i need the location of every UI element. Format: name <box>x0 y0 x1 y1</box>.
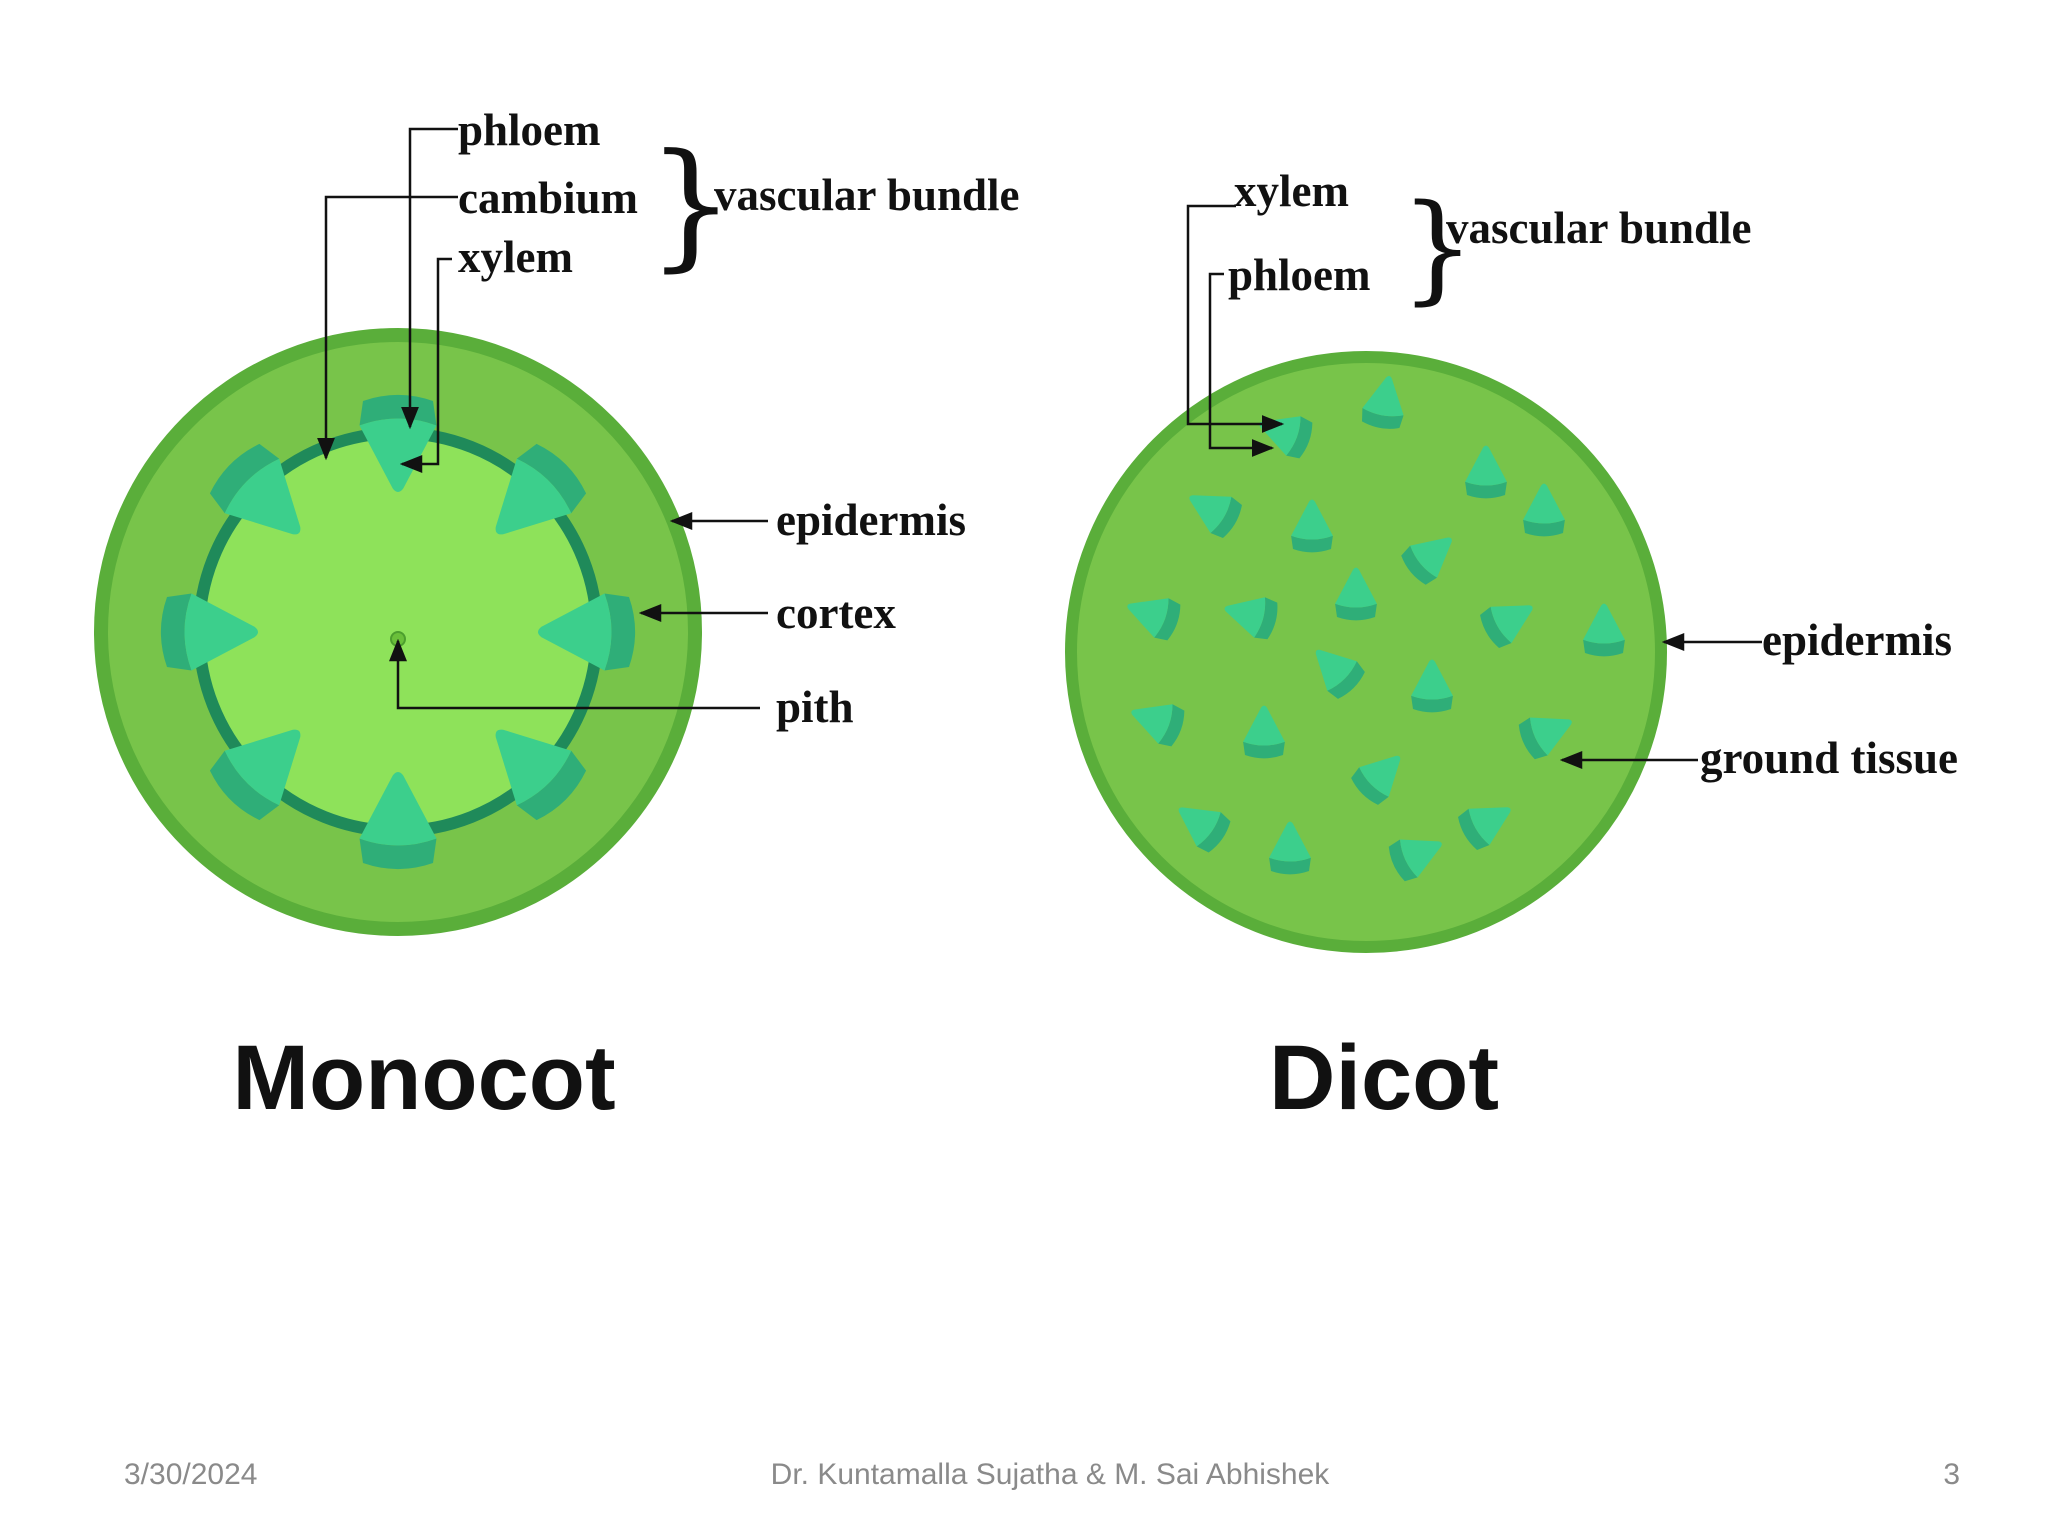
monocot-vascular-bundle <box>495 729 587 821</box>
monocot-vascular-brace: } <box>647 124 735 285</box>
monocot-leader-lines <box>317 127 768 710</box>
monocot-epidermis-label: epidermis <box>776 495 966 545</box>
monocot-cambium-label: cambium <box>458 173 638 223</box>
dicot-vascular-bundle <box>1458 807 1511 850</box>
dicot-vascular-bundle <box>1583 603 1625 657</box>
dicot-xylem-label: xylem <box>1234 166 1349 216</box>
monocot-vascular-bundle-label: vascular bundle <box>714 170 1020 220</box>
dicot-vascular-bundles <box>1127 376 1625 882</box>
dicot-vascular-bundle <box>1131 704 1185 747</box>
monocot-pith-label: pith <box>776 682 854 732</box>
dicot-vascular-bundle <box>1401 537 1452 585</box>
dicot-vascular-bundle <box>1243 705 1285 759</box>
dicot-title: Dicot <box>1269 1027 1499 1129</box>
dicot-vascular-bundle <box>1189 495 1242 538</box>
dicot-vascular-bundle <box>1224 597 1278 640</box>
monocot-title: Monocot <box>232 1027 615 1129</box>
dicot-vascular-bundle <box>1361 376 1404 429</box>
dicot-cross-section <box>1065 351 1667 953</box>
dicot-leader-lines <box>1186 204 1762 769</box>
footer-author: Dr. Kuntamalla Sujatha & M. Sai Abhishek <box>770 1458 1330 1491</box>
dicot-vascular-bundle <box>1351 755 1401 805</box>
dicot-vascular-bundle <box>1388 839 1442 882</box>
dicot-ground-tissue-label: ground tissue <box>1700 733 1958 783</box>
monocot-vascular-bundle <box>495 443 587 535</box>
dicot-vascular-bundle <box>1518 717 1572 760</box>
monocot-pith-leader <box>389 638 760 710</box>
monocot-phloem-label: phloem <box>458 105 601 155</box>
monocot-cortex-label: cortex <box>776 588 896 638</box>
dicot-epidermis-label: epidermis <box>1762 615 1952 665</box>
dicot-vascular-bundle <box>1291 499 1333 553</box>
dicot-phloem-leader <box>1208 272 1275 457</box>
dicot-vascular-bundle <box>1178 807 1231 853</box>
monocot-vascular-bundles <box>160 394 636 870</box>
monocot-vascular-bundle <box>209 443 301 535</box>
monocot-cambium-leader <box>317 195 458 461</box>
monocot-vascular-bundle <box>160 593 258 671</box>
dicot-phloem-label: phloem <box>1228 250 1371 300</box>
dicot-vascular-bundle <box>1269 821 1311 875</box>
monocot-xylem-leader <box>399 257 452 473</box>
monocot-phloem-leader <box>401 127 458 430</box>
monocot-vascular-bundle <box>538 593 636 671</box>
dicot-vascular-bundle-label: vascular bundle <box>1446 203 1752 253</box>
dicot-vascular-bundle <box>1523 483 1565 537</box>
monocot-cross-section <box>94 328 702 936</box>
dicot-vascular-bundle <box>1411 659 1453 713</box>
dicot-xylem-leader <box>1186 204 1285 433</box>
dicot-vascular-bundle <box>1127 598 1181 641</box>
dicot-vascular-bundle <box>1315 649 1365 699</box>
dicot-epidermis-circle <box>1065 351 1667 953</box>
monocot-vascular-bundle <box>359 772 437 870</box>
monocot-vascular-bundle <box>209 729 301 821</box>
footer-page-number: 3 <box>1943 1458 1960 1491</box>
monocot-xylem-label: xylem <box>458 232 573 282</box>
footer-date: 3/30/2024 <box>124 1458 258 1491</box>
dicot-vascular-bundle <box>1480 605 1533 648</box>
dicot-vascular-bundle <box>1465 445 1507 499</box>
dicot-vascular-brace: } <box>1400 178 1475 316</box>
dicot-vascular-bundle <box>1335 567 1377 621</box>
